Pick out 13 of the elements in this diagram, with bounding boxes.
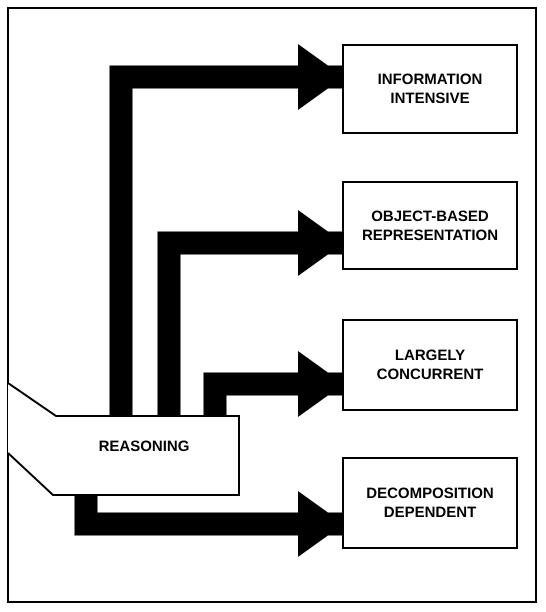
node-label: REASONING [98,436,190,456]
process-box [342,457,518,549]
thick-arrow [158,210,344,416]
process-box [342,319,518,411]
thick-arrow [204,351,344,417]
node-label: DECOMPOSITION DEPENDENT [365,484,495,522]
node-label: INFORMATION INTENSIVE [376,70,484,108]
process-box [342,181,518,270]
thick-arrow [74,491,344,557]
node-label: LARGELY CONCURRENT [376,346,484,384]
node-label: OBJECT-BASED REPRESENTATION [360,206,500,244]
thick-arrow [110,44,344,416]
process-box [342,44,518,134]
